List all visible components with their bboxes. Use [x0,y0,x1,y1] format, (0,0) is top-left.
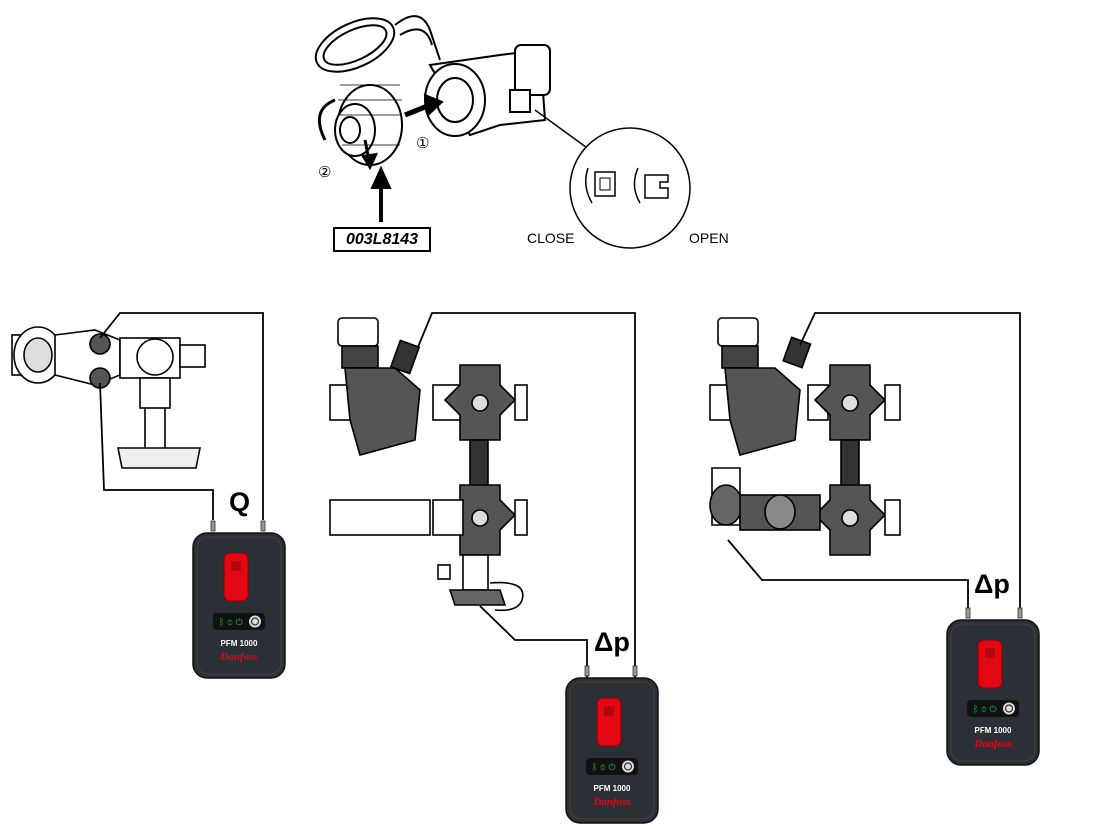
measurement-label-dp-middle: Δp [594,627,630,657]
hose-left-lower [99,382,214,520]
device-model-left: PFM 1000 [220,639,258,648]
measurement-label-flow: Q [229,487,251,517]
part-number-box: 003L8143 [333,227,431,252]
valve-assembly-middle [329,317,528,612]
device-model-right: PFM 1000 [974,726,1012,735]
open-label: OPEN [689,230,729,246]
hose-right-upper [799,312,1021,610]
step-1-marker: ① [416,134,430,152]
device-brand-middle: Danfoss [593,796,631,808]
measurement-label-dp-right: Δp [974,569,1010,599]
valve-illustration-top [314,15,691,249]
hose-middle-lower [479,605,588,680]
device-brand-right: Danfoss [974,738,1012,750]
valve-assembly-right [709,317,901,556]
valve-assembly-left [11,326,206,469]
close-label: CLOSE [527,230,575,246]
device-brand-left: Danfoss [220,651,258,663]
step-2-marker: ② [318,163,332,181]
hose-middle-upper [417,312,636,680]
hose-left-upper [99,312,264,520]
device-model-middle: PFM 1000 [593,784,631,793]
hose-right-lower [727,539,969,610]
